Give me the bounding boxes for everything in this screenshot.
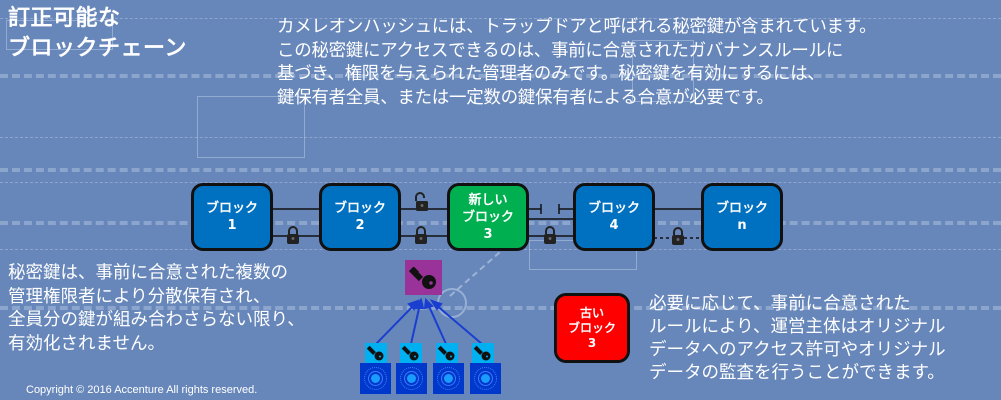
block-old-3: 古い ブロック 3 xyxy=(554,293,630,363)
block-number: 4 xyxy=(609,218,619,233)
block-4: ブロック 4 xyxy=(573,183,655,251)
block-2: ブロック 2 xyxy=(319,183,401,251)
key-share-tile xyxy=(365,343,387,363)
lock-icon xyxy=(287,226,299,244)
key-icon xyxy=(366,345,384,361)
combination-lock-icon xyxy=(400,367,423,390)
lock-share-tile xyxy=(360,363,391,394)
block-n: ブロック n xyxy=(701,183,783,251)
key-icon xyxy=(437,345,455,361)
text-line: 管理権限者により分散保有され、 xyxy=(8,286,271,307)
arrow-line xyxy=(375,303,416,345)
key-icon xyxy=(401,345,419,361)
audit-text: 必要に応じて、事前に合意された ルールにより、運営主体はオリジナル データへのア… xyxy=(649,293,999,385)
bg-dashed-line xyxy=(0,137,1001,138)
text-line: 必要に応じて、事前に合意された xyxy=(649,294,911,314)
combination-lock-icon xyxy=(474,367,497,390)
bg-dashed-line xyxy=(0,182,1001,183)
text-line: ルールにより、運営主体はオリジナル xyxy=(649,317,946,337)
arrow-head xyxy=(423,297,434,310)
lock-icon xyxy=(672,227,684,245)
combination-lock-icon xyxy=(437,367,460,390)
text-line: データへのアクセス許可やオリジナル xyxy=(649,340,946,360)
text-line: 全員分の鍵が組み合わさらない限り、 xyxy=(8,310,305,330)
block-number: 3 xyxy=(587,335,597,350)
bg-dashed-line xyxy=(0,168,1001,172)
text-line: 有効化されません。 xyxy=(8,333,165,354)
lock-share-tile xyxy=(396,363,427,394)
arrow-head xyxy=(414,297,425,309)
block-prefix: 古い xyxy=(579,305,604,320)
text-line: 秘密鍵は、事前に合意された複数の xyxy=(8,263,288,283)
bg-diagonal xyxy=(449,251,501,297)
block-prefix: 新しい xyxy=(468,192,508,208)
block-label: ブロック xyxy=(715,201,768,216)
copyright-notice: Copyright © 2016 Accenture All rights re… xyxy=(26,384,258,396)
block-number: n xyxy=(737,218,747,233)
arrow-head xyxy=(429,299,443,311)
lock-icon xyxy=(544,226,556,244)
arrow-line xyxy=(410,303,421,345)
page-title: 訂正可能な ブロックチェーン xyxy=(8,4,187,64)
unlocked-icon xyxy=(415,192,428,211)
intro-line: 鍵保有者全員、または一定数の鍵保有者による合意が必要です。 xyxy=(277,87,774,108)
key-distribution-text: 秘密鍵は、事前に合意された複数の 管理権限者により分散保有され、 全員分の鍵が組… xyxy=(8,262,368,356)
key-share-tile xyxy=(472,343,494,363)
combination-lock-icon xyxy=(364,367,387,390)
lock-share-tile xyxy=(433,363,464,394)
bg-frame xyxy=(6,20,113,50)
intro-paragraph: カメレオンハッシュには、トラップドアと呼ばれる秘密鍵が含まれています。 この秘密… xyxy=(277,16,997,110)
block-1: ブロック 1 xyxy=(191,183,273,251)
block-number: 1 xyxy=(227,218,237,233)
block-label: ブロック xyxy=(333,201,386,216)
key-icon xyxy=(473,345,491,361)
bg-dashed-line xyxy=(0,306,1001,310)
lock-icon xyxy=(415,226,427,244)
block-label: ブロック xyxy=(567,320,616,335)
block-label: ブロック xyxy=(587,201,640,216)
lock-share-tile xyxy=(470,363,501,394)
bg-frame xyxy=(197,96,305,158)
block-label: ブロック xyxy=(461,209,514,225)
bg-frame xyxy=(632,40,694,102)
key-icon xyxy=(408,266,436,289)
text-line: データの監査を行うことができます。 xyxy=(649,363,945,383)
bg-dashed-line xyxy=(0,18,1001,19)
bg-dashed-line xyxy=(0,74,1001,78)
block-number: 3 xyxy=(483,226,493,242)
arrow-head xyxy=(407,299,420,311)
arrow-line xyxy=(434,303,483,345)
arrow-line xyxy=(427,303,447,345)
title-line: 訂正可能な xyxy=(8,6,121,31)
block-number: 2 xyxy=(355,218,365,233)
key-share-tile xyxy=(436,343,458,363)
key-share-tile xyxy=(400,343,422,363)
title-line: ブロックチェーン xyxy=(8,36,187,61)
key-arrows xyxy=(375,297,483,345)
master-key-box xyxy=(405,260,442,295)
intro-line: 基づき、権限を与えられた管理者のみです。秘密鍵を有効にするには、 xyxy=(277,64,825,84)
block-new-3: 新しい ブロック 3 xyxy=(447,183,529,251)
intro-line: カメレオンハッシュには、トラップドアと呼ばれる秘密鍵が含まれています。 xyxy=(277,17,877,37)
intro-line: この秘密鍵にアクセスできるのは、事前に合意されたガバナンスルールに xyxy=(277,40,844,61)
block-label: ブロック xyxy=(205,201,258,216)
